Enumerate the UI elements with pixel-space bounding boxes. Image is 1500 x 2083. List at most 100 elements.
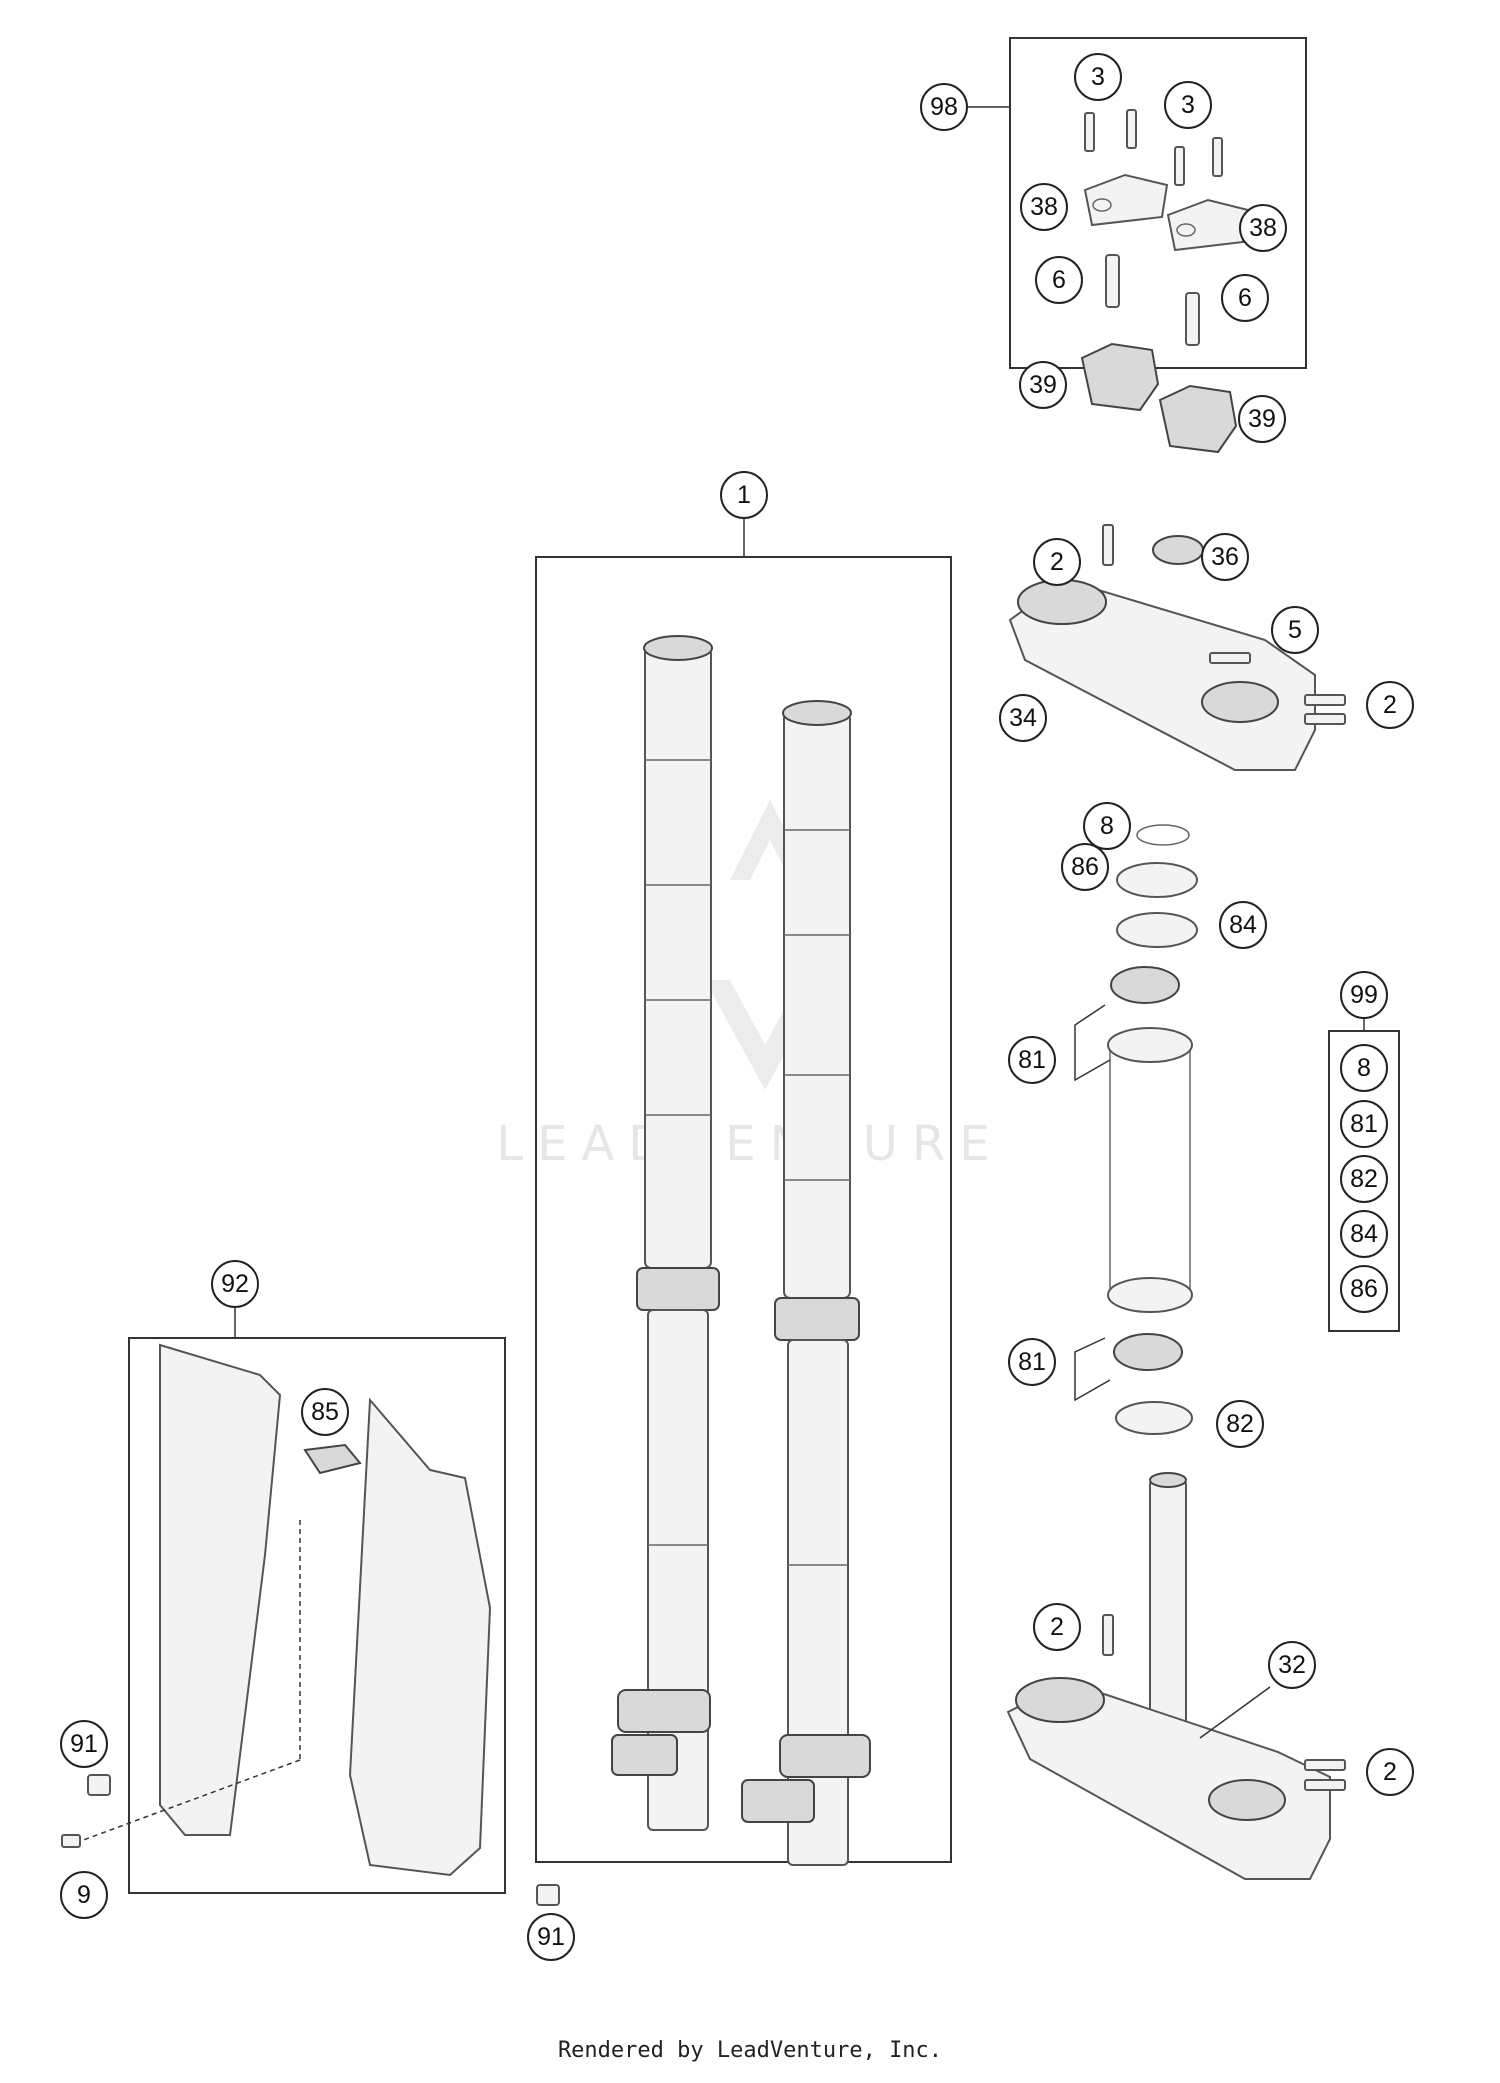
callout-3-a: 3	[1074, 53, 1122, 101]
nut-36	[1152, 535, 1204, 565]
fork-assembly-1-frame	[535, 556, 952, 1863]
svg-text:2: 2	[1050, 1613, 1064, 1641]
fork-leg-right-axle-clamp	[779, 1734, 871, 1778]
clamp-base-39-a	[1080, 342, 1160, 412]
callout-32: 32	[1268, 1641, 1316, 1689]
svg-text:99: 99	[1350, 981, 1378, 1009]
callout-2-top: 2	[1033, 538, 1081, 586]
svg-text:9: 9	[77, 1881, 91, 1909]
callout-91-left: 91	[60, 1720, 108, 1768]
kit-99-item-84: 84	[1340, 1210, 1388, 1258]
fork-protector-left	[159, 1343, 282, 1836]
svg-text:98: 98	[930, 93, 958, 121]
handlebar-clamp-kit-parts	[1080, 109, 1250, 454]
svg-text:1: 1	[737, 481, 751, 509]
protector-bracket-85	[303, 1443, 362, 1475]
clamp-base-39-b	[1158, 384, 1238, 454]
svg-text:6: 6	[1238, 284, 1252, 312]
svg-text:81: 81	[1018, 1348, 1046, 1376]
svg-text:92: 92	[221, 1270, 249, 1298]
fork-legs	[611, 635, 871, 1866]
callout-34: 34	[999, 694, 1047, 742]
fork-leg-left-seal-ring	[636, 1267, 720, 1311]
rendered-by-footer: Rendered by LeadVenture, Inc.	[557, 2038, 943, 2063]
screw-91-a	[87, 1774, 111, 1796]
callout-36: 36	[1201, 533, 1249, 581]
callout-39-b: 39	[1238, 395, 1286, 443]
fork-leg-left-axle-clamp	[617, 1689, 711, 1733]
watermark-text: LEADVENTURE	[496, 1116, 1003, 1172]
screw-5	[1209, 652, 1251, 664]
steering-stem-32	[1149, 1479, 1187, 1731]
screw-3-a	[1084, 112, 1095, 152]
callout-6-b: 6	[1221, 274, 1269, 322]
svg-text:39: 39	[1248, 405, 1276, 433]
watermark: LEADVENTURE	[496, 800, 1003, 1172]
bearing-81-lower	[1113, 1333, 1183, 1371]
screw-2-top	[1102, 524, 1114, 566]
screw-91-b	[536, 1884, 560, 1906]
fork-leg-right-outer-tube	[783, 712, 851, 1299]
svg-text:8: 8	[1357, 1054, 1371, 1082]
kit-99-item-82: 82	[1340, 1155, 1388, 1203]
svg-text:81: 81	[1018, 1046, 1046, 1074]
callout-86: 86	[1061, 843, 1109, 891]
screw-2-lower	[1102, 1614, 1114, 1656]
callout-2-lower: 2	[1033, 1603, 1081, 1651]
svg-text:85: 85	[311, 1398, 339, 1426]
callout-1: 1	[720, 471, 768, 519]
bolt-6-b	[1185, 292, 1200, 346]
dust-seal-86	[1116, 862, 1198, 898]
svg-text:91: 91	[537, 1923, 565, 1951]
svg-text:84: 84	[1229, 911, 1257, 939]
fork-protectors	[61, 1343, 560, 1906]
callout-84: 84	[1219, 901, 1267, 949]
svg-text:38: 38	[1030, 193, 1058, 221]
svg-text:3: 3	[1181, 91, 1195, 119]
fork-leg-left-outer-tube	[644, 647, 712, 1269]
svg-text:84: 84	[1350, 1220, 1378, 1248]
callout-38-b: 38	[1239, 204, 1287, 252]
svg-text:39: 39	[1029, 371, 1057, 399]
svg-text:2: 2	[1383, 691, 1397, 719]
svg-text:86: 86	[1071, 853, 1099, 881]
callout-92: 92	[211, 1260, 259, 1308]
callout-3-b: 3	[1164, 81, 1212, 129]
svg-text:82: 82	[1350, 1165, 1378, 1193]
callout-39-a: 39	[1019, 361, 1067, 409]
callout-leaders	[234, 106, 1365, 1739]
callout-81-lower: 81	[1008, 1338, 1056, 1386]
svg-text:36: 36	[1211, 543, 1239, 571]
frame-head-tube	[1109, 1044, 1191, 1296]
svg-text:3: 3	[1091, 63, 1105, 91]
svg-text:32: 32	[1278, 1651, 1306, 1679]
svg-text:8: 8	[1100, 812, 1114, 840]
steering-head-parts	[1006, 524, 1346, 1880]
kit-99-item-86: 86	[1340, 1265, 1388, 1313]
callout-8: 8	[1083, 802, 1131, 850]
svg-text:2: 2	[1050, 548, 1064, 576]
svg-text:34: 34	[1009, 704, 1037, 732]
seal-ring-84	[1116, 912, 1198, 948]
callout-38-a: 38	[1020, 183, 1068, 231]
clamp-top-38-a	[1083, 173, 1169, 227]
callout-98: 98	[920, 83, 968, 131]
callout-2-upper: 2	[1366, 681, 1414, 729]
fork-protector-right	[348, 1397, 492, 1877]
svg-text:91: 91	[70, 1730, 98, 1758]
fork-protector-kit-92-frame	[128, 1337, 506, 1894]
bolt-6-a	[1105, 254, 1120, 308]
callout-85: 85	[301, 1388, 349, 1436]
screw-2-lower-b	[1304, 1779, 1346, 1791]
callout-2-lower-right: 2	[1366, 1748, 1414, 1796]
seal-ring-82	[1115, 1401, 1193, 1435]
svg-text:86: 86	[1350, 1275, 1378, 1303]
o-ring-8	[1136, 824, 1190, 846]
svg-text:38: 38	[1249, 214, 1277, 242]
svg-text:5: 5	[1288, 616, 1302, 644]
svg-text:2: 2	[1383, 1758, 1397, 1786]
kit-99-item-8: 8	[1340, 1044, 1388, 1092]
fork-leg-right-lower-tube	[787, 1339, 849, 1866]
screw-3-c	[1174, 146, 1185, 186]
